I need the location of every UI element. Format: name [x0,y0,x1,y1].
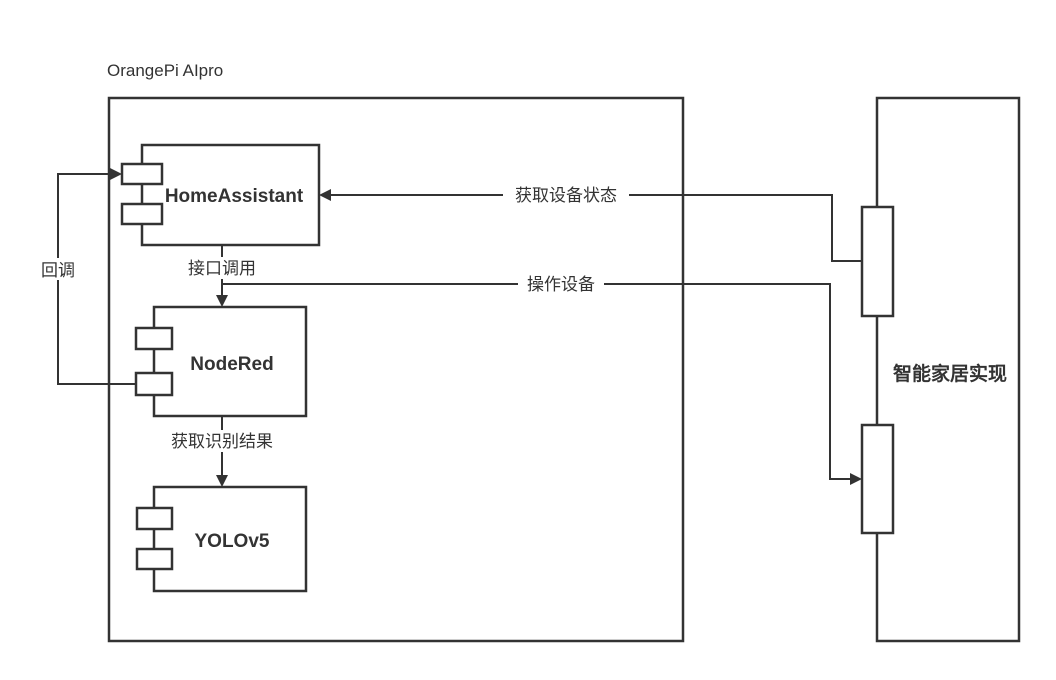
home-assistant-label: HomeAssistant [165,186,304,207]
edge-get-status-label: 获取设备状态 [515,186,617,205]
edge-callback-label-bg [36,258,80,280]
container-title: OrangePi AIpro [107,61,223,80]
yolo-box [152,485,308,593]
edge-operate-label-bg [518,273,604,295]
component-yolo: YOLOv5 [135,485,308,593]
home-assistant-tab-bottom [120,202,164,226]
node-red-tab-top [134,326,174,351]
component-home-assistant: HomeAssistant [120,143,321,247]
node-red-label: NodeRed [190,354,273,375]
external-title: 智能家居实现 [893,362,1007,385]
component-node-red: NodeRed [134,305,308,418]
home-assistant-tab-top [120,162,164,186]
external-port-top [860,205,895,318]
edge-api-call-label: 接口调用 [188,259,256,278]
edge-get-result-label-bg [163,430,281,452]
edge-callback-label: 回调 [41,261,75,280]
yolo-tab-top [135,506,174,531]
container-box [107,96,685,643]
edge-get-status-label-bg [503,184,629,206]
yolo-tab-bottom [135,547,174,571]
home-assistant-box [140,143,321,247]
edge-operate [222,283,862,485]
external-box [875,96,1021,643]
edge-operate-label: 操作设备 [527,275,595,294]
node-red-box [152,305,308,418]
node-red-tab-bottom [134,371,174,397]
edge-get-result-label: 获取识别结果 [171,432,273,451]
edge-api-call-label-bg [180,257,264,279]
yolo-label: YOLOv5 [195,531,270,552]
external-port-bottom [860,423,895,535]
